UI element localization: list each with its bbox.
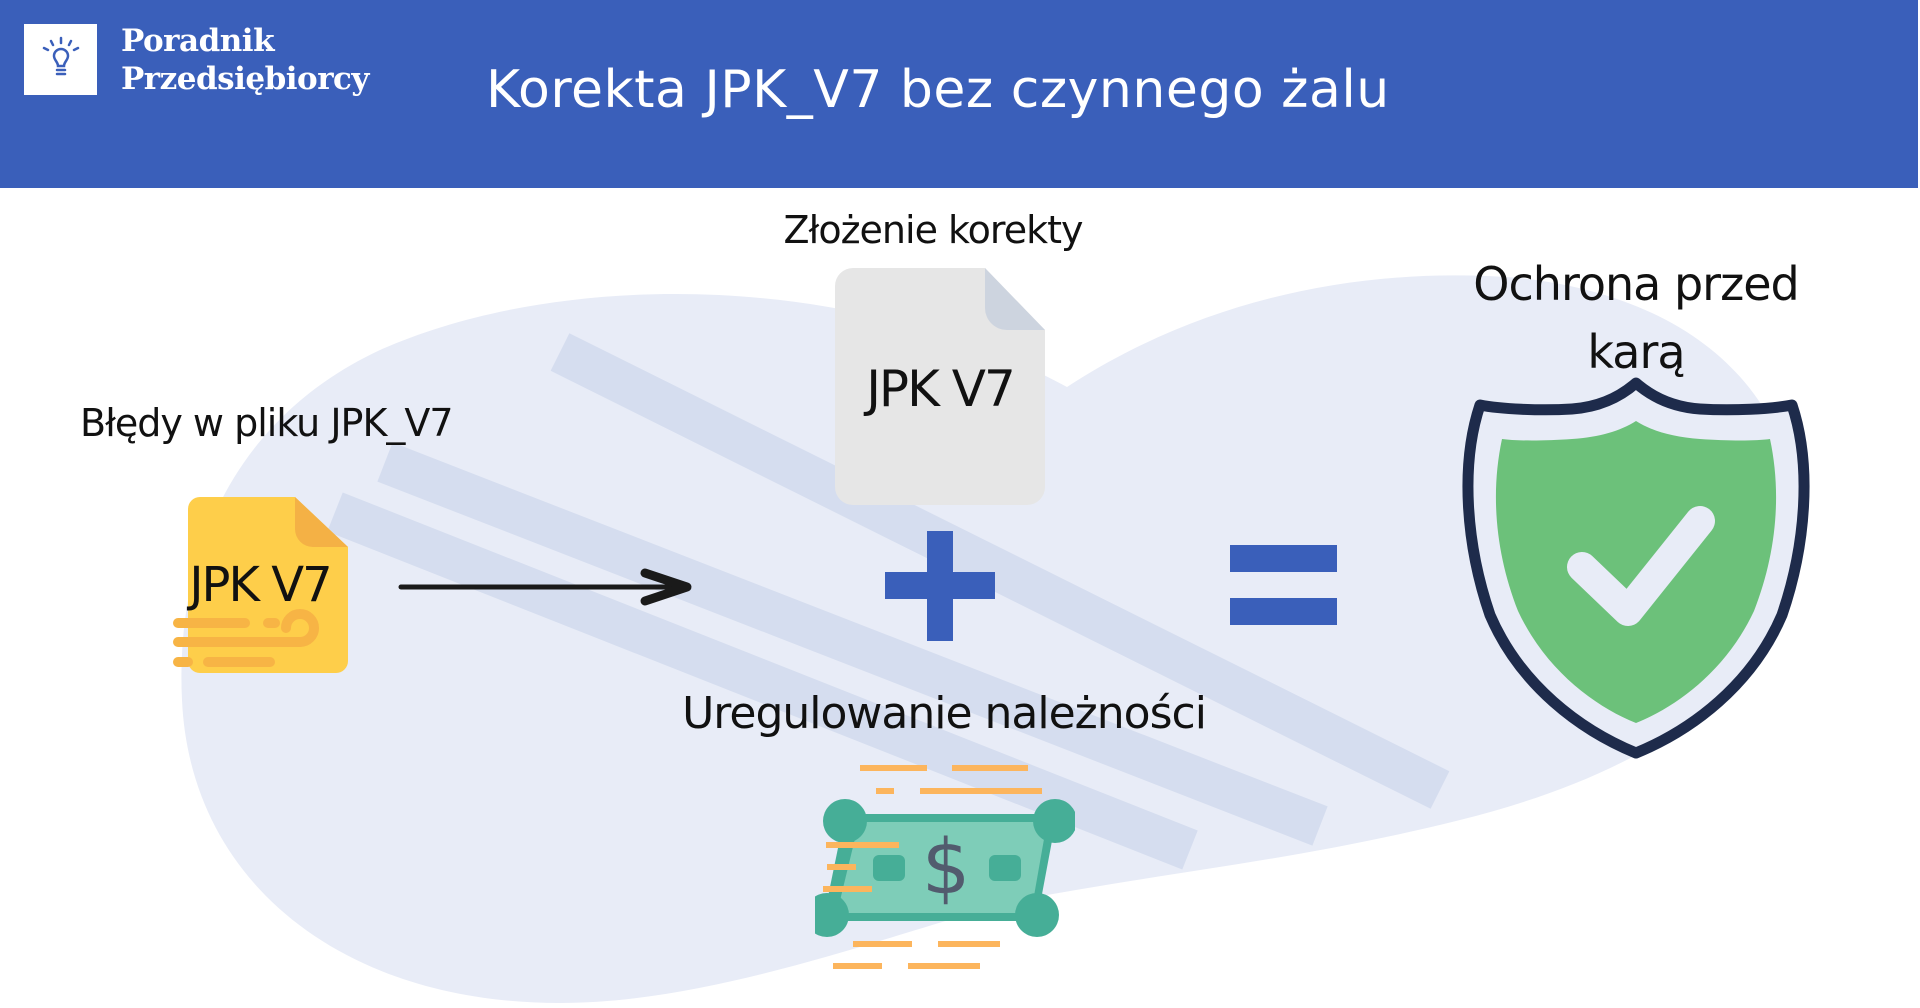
brand-name[interactable]: Poradnik Przedsiębiorcy (121, 22, 369, 98)
arrow-right-icon (398, 568, 692, 606)
lightbulb-icon (42, 36, 80, 76)
brand-line-1: Poradnik (121, 23, 275, 59)
brand-line-2: Przedsiębiorcy (121, 61, 369, 97)
protection-label-line-2: karą (1587, 325, 1685, 379)
protection-label-line-1: Ochrona przed (1473, 257, 1799, 311)
yellow-file-text: JPK V7 (189, 557, 332, 613)
gray-file-text: JPK V7 (866, 360, 1016, 418)
page-title: Korekta JPK_V7 bez czynnego żalu (486, 60, 1390, 120)
correction-label: Złożenie korekty (783, 208, 1084, 252)
logo[interactable] (24, 24, 97, 95)
yellow-file-icon: JPK V7 (170, 497, 350, 673)
dollar-bill-icon: $ (815, 765, 1075, 969)
errors-label: Błędy w pliku JPK_V7 (80, 401, 454, 445)
gray-file-icon: JPK V7 (835, 268, 1045, 505)
decorative-stripes (327, 333, 1450, 870)
payment-label: Uregulowanie należności (682, 688, 1207, 739)
shield-check-icon (1462, 377, 1810, 759)
protection-label: Ochrona przed karą (1473, 250, 1799, 386)
dollar-sign: $ (922, 822, 970, 911)
header-banner: Poradnik Przedsiębiorcy Korekta JPK_V7 b… (0, 0, 1918, 188)
